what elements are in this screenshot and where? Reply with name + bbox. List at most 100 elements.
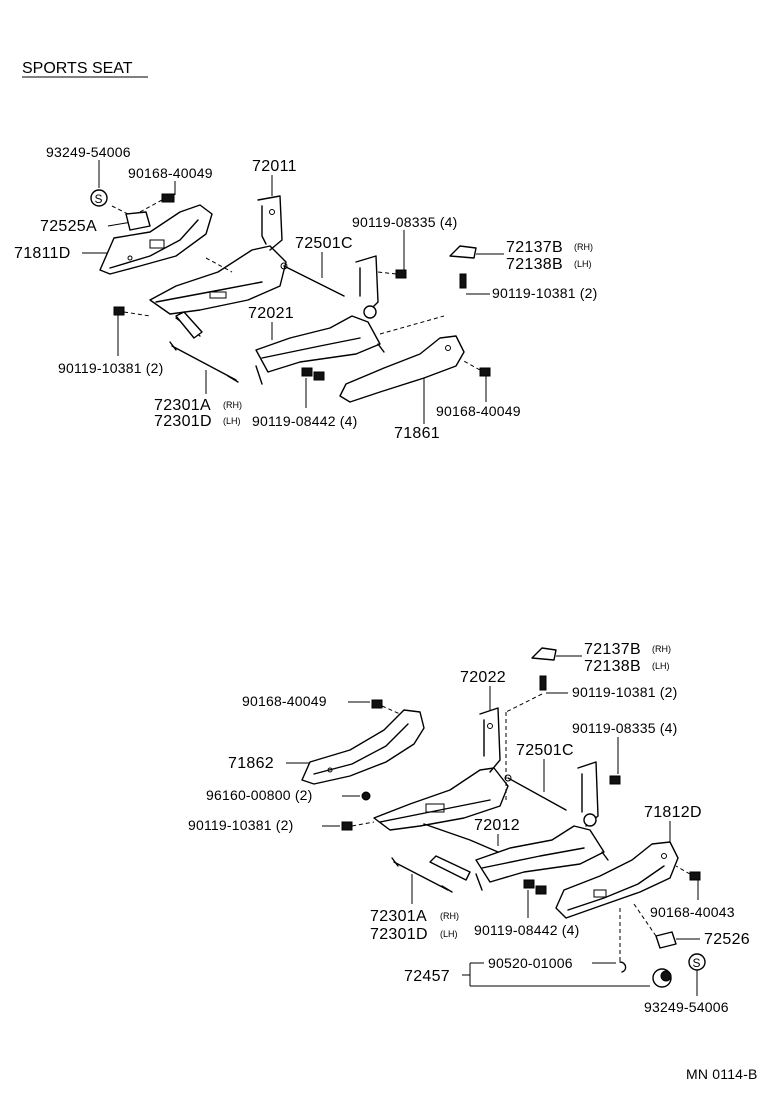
- label-rh: (RH): [223, 400, 242, 410]
- bolt: [539, 675, 547, 691]
- bolt: [689, 871, 701, 881]
- rod-end: [280, 262, 288, 270]
- label-72137B-upper: 72137B: [506, 239, 563, 256]
- frame-rail: [481, 847, 585, 869]
- label-72301D-lower: 72301D: [370, 926, 428, 943]
- upper-assembly: 93249-54006 S 90168-40049 72011 72525A 7…: [14, 144, 597, 442]
- cable-end: [169, 341, 177, 351]
- label-72138B-upper: 72138B: [506, 256, 563, 273]
- bolt: [313, 371, 325, 381]
- cover-71812D: [555, 841, 679, 919]
- label-90119-08335-lower: 90119-08335 (4): [572, 720, 677, 736]
- label-90119-10381-upper-left: 90119-10381 (2): [58, 360, 163, 376]
- bolt: [479, 367, 491, 377]
- dash: [379, 315, 445, 335]
- cover-edge: [313, 723, 409, 775]
- hole: [127, 255, 133, 261]
- cable-end: [227, 375, 239, 383]
- bolt: [341, 821, 353, 831]
- label-72301A-upper: 72301A: [154, 397, 211, 414]
- dash: [377, 271, 397, 275]
- label-72301D-upper: 72301D: [154, 413, 212, 430]
- frame-upright-inner: [261, 205, 267, 245]
- cap-72137B-lower: [531, 647, 557, 661]
- bolt: [113, 306, 125, 316]
- label-72457: 72457: [404, 968, 450, 985]
- bolt: [523, 879, 535, 889]
- dash: [205, 257, 233, 273]
- frame-base-72021: [255, 315, 381, 373]
- hole: [445, 345, 451, 351]
- frame-rail: [379, 799, 491, 823]
- label-93249-54006-upper: 93249-54006: [46, 144, 131, 160]
- rod-72501C: [283, 265, 345, 297]
- label-90119-08335-upper: 90119-08335 (4): [352, 214, 457, 230]
- diagram-code: MN 0114-B: [686, 1066, 758, 1082]
- label-90119-10381-lower-top: 90119-10381 (2): [572, 684, 677, 700]
- frame-foot: [475, 873, 483, 891]
- lower-assembly: 72137B (RH) 72138B (LH) 72022 90119-1038…: [188, 641, 750, 1015]
- cover-71862: [301, 709, 425, 785]
- frame-upright-72022: [479, 707, 501, 773]
- dash: [111, 205, 129, 215]
- label-72501C-lower: 72501C: [516, 742, 574, 759]
- slot: [593, 889, 607, 898]
- label-71861: 71861: [394, 425, 440, 442]
- part-72526: [655, 931, 677, 949]
- dash: [675, 865, 691, 875]
- frame-base-72022: [373, 767, 509, 831]
- lever-handle: [429, 855, 471, 881]
- dash: [139, 199, 163, 213]
- frame-base-72012: [475, 825, 605, 883]
- pivot: [363, 305, 377, 319]
- dash: [381, 705, 401, 715]
- label-lh: (LH): [574, 259, 592, 269]
- diagram-title: SPORTS SEAT: [22, 60, 133, 77]
- label-rh: (RH): [652, 644, 671, 654]
- frame-foot: [601, 851, 609, 861]
- label-72021: 72021: [248, 305, 294, 322]
- label-rh: (RH): [440, 911, 459, 921]
- label-93249-54006-lower: 93249-54006: [644, 999, 729, 1015]
- label-71862: 71862: [228, 755, 274, 772]
- hole: [269, 209, 275, 215]
- clip-90520: [619, 961, 627, 973]
- cap-72137B: [449, 245, 477, 259]
- dash: [461, 359, 481, 371]
- lever-handle: [175, 311, 203, 339]
- label-72022: 72022: [460, 669, 506, 686]
- s-symbol-letter: S: [693, 956, 701, 970]
- frame-foot: [377, 343, 385, 353]
- rod-72501C-lower: [507, 777, 567, 811]
- label-90119-10381-upper-right: 90119-10381 (2): [492, 285, 597, 301]
- label-72526: 72526: [704, 931, 750, 948]
- hole: [487, 723, 493, 729]
- label-90168-40049-lower: 90168-40049: [242, 693, 327, 709]
- knob-face: [660, 970, 672, 982]
- dash: [351, 821, 375, 827]
- s-symbol-letter: S: [95, 192, 103, 206]
- bolt: [459, 273, 467, 289]
- label-90119-08442-upper: 90119-08442 (4): [252, 413, 357, 429]
- label-lh: (LH): [223, 416, 241, 426]
- part-72525A: [125, 211, 151, 231]
- label-72137B-lower: 72137B: [584, 641, 641, 658]
- hole: [661, 853, 667, 859]
- label-90168-40049-upper-b: 90168-40049: [436, 403, 521, 419]
- label-90168-40043: 90168-40043: [650, 904, 735, 920]
- label-72525A: 72525A: [40, 218, 97, 235]
- label-72011: 72011: [252, 158, 297, 175]
- cable-72301-lower: [393, 861, 449, 891]
- label-90520-01006: 90520-01006: [488, 955, 573, 971]
- label-72301A-lower: 72301A: [370, 908, 427, 925]
- hole: [327, 767, 333, 773]
- frame-upright-72011: [257, 195, 283, 251]
- washer: [361, 791, 371, 801]
- cable-end: [441, 885, 453, 893]
- bolt: [535, 885, 547, 895]
- label-90119-08442-lower: 90119-08442 (4): [474, 922, 579, 938]
- bolt: [395, 269, 407, 279]
- frame-base-72011: [149, 245, 287, 315]
- label-lh: (LH): [440, 929, 458, 939]
